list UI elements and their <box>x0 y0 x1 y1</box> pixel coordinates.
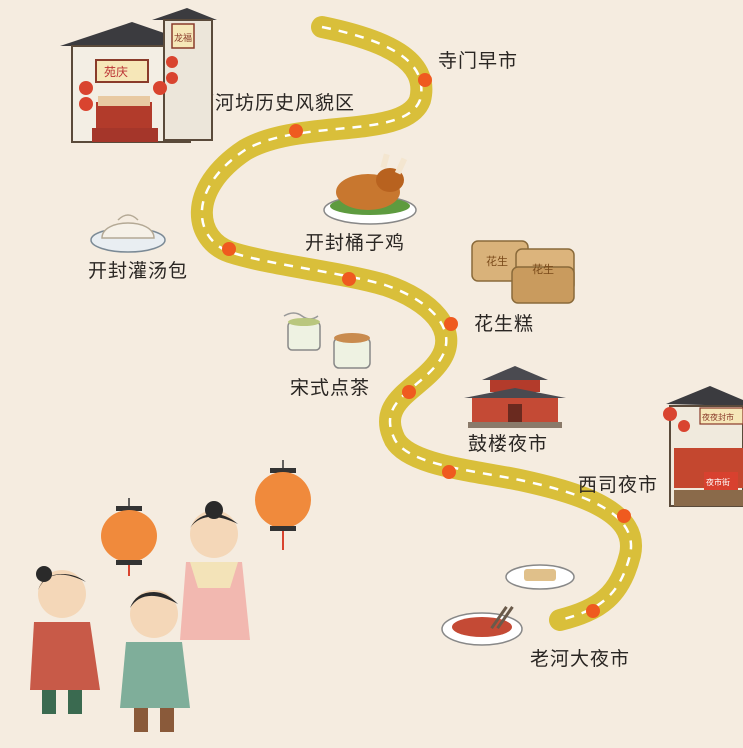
street-stall-right-icon: 夜夜封市 夜市街 <box>663 386 743 507</box>
roast-chicken-icon <box>323 153 417 225</box>
drum-tower-icon <box>464 366 566 428</box>
peanut-cake-icon: 花生 花生 <box>471 240 575 304</box>
stop-label-xisi[interactable]: 西司夜市 <box>578 474 659 496</box>
grilled-food-plate-icon <box>441 564 575 646</box>
stall-right-sign: 夜夜封市 <box>702 412 734 422</box>
stop-marker[interactable] <box>418 73 432 87</box>
stop-label-chicken[interactable]: 开封桶子鸡 <box>305 232 406 254</box>
street-stall-left-icon: 龙福 苑庆 <box>60 8 217 143</box>
stop-label-shunhe[interactable]: 顺河坊历史风貌区 <box>195 92 356 114</box>
stop-marker[interactable] <box>402 385 416 399</box>
stop-label-peanut[interactable]: 花生糕 <box>474 313 535 335</box>
stop-marker[interactable] <box>617 509 631 523</box>
stop-marker[interactable] <box>289 124 303 138</box>
lantern-icon <box>101 498 157 576</box>
lantern-icon <box>255 460 311 550</box>
stop-marker[interactable] <box>222 242 236 256</box>
stop-label-tea[interactable]: 宋式点茶 <box>290 377 371 399</box>
stall-right-board: 夜市街 <box>706 477 730 487</box>
child-figure-icon <box>180 501 250 640</box>
stall-side-sign: 龙福 <box>174 32 192 44</box>
cake-stamp-1: 花生 <box>486 254 508 268</box>
stop-marker[interactable] <box>586 604 600 618</box>
soup-dumpling-icon <box>90 214 166 253</box>
stall-main-sign: 苑庆 <box>104 65 128 79</box>
cake-stamp-2: 花生 <box>532 262 554 276</box>
stop-marker[interactable] <box>442 465 456 479</box>
stop-label-drumtower[interactable]: 鼓楼夜市 <box>468 433 549 455</box>
tea-cups-icon <box>283 312 371 369</box>
route-center-dash <box>200 25 633 622</box>
stop-marker[interactable] <box>444 317 458 331</box>
stop-label-baozi[interactable]: 开封灌汤包 <box>88 260 189 282</box>
stop-marker[interactable] <box>342 272 356 286</box>
stop-label-laohe[interactable]: 老河大夜市 <box>530 648 631 670</box>
stop-label-simen[interactable]: 寺门早市 <box>438 50 519 72</box>
child-figure-icon <box>30 566 100 714</box>
child-figure-icon <box>120 590 190 732</box>
